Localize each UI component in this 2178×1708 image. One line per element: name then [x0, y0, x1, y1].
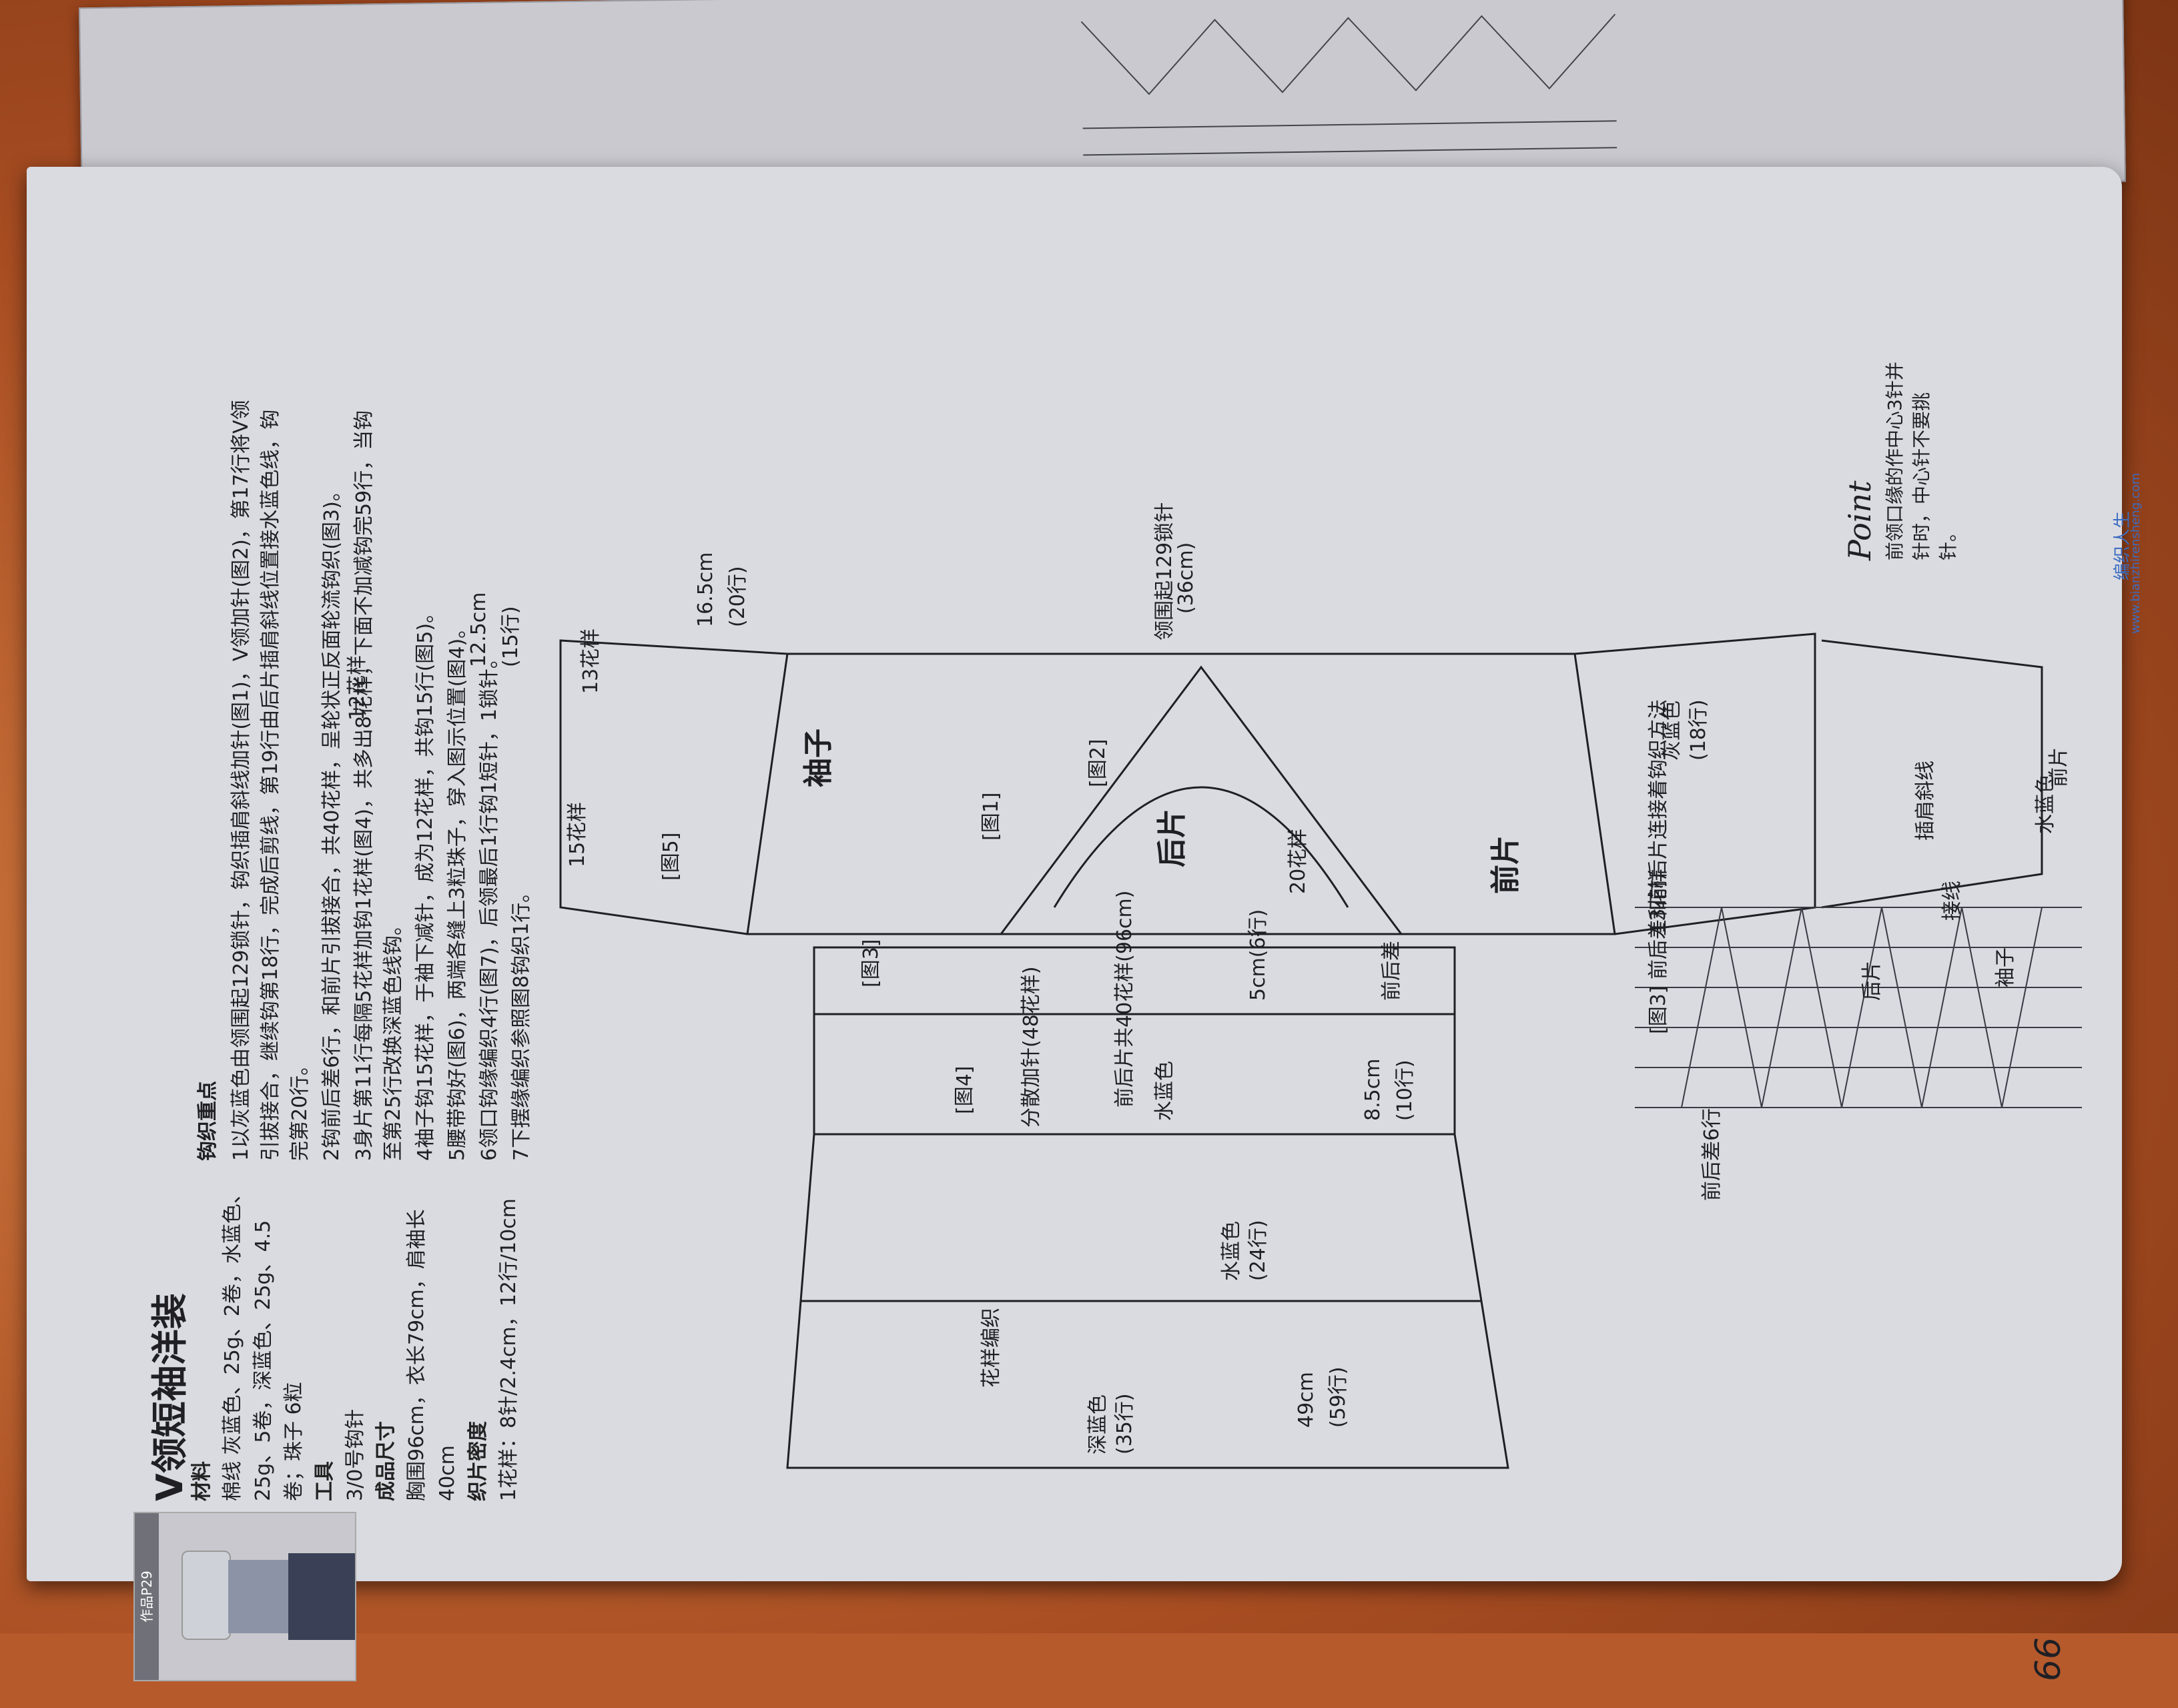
sleeve-13-label: 13花样 — [579, 628, 603, 694]
previous-page-chart — [1080, 13, 1617, 156]
water-blue-main: 水蓝色 — [1153, 1061, 1176, 1121]
deep-blue-label: 深蓝色 — [1086, 1394, 1110, 1454]
front-back-diff-label: 前后差 — [1380, 941, 1403, 1001]
sleeve-15-label: 15花样 — [566, 801, 589, 867]
grey-blue-rows: (18行) — [1687, 699, 1710, 761]
watermark-url: www.bianzhirensheng.com — [2129, 472, 2143, 634]
side-13-label: 13花样 — [1647, 868, 1670, 934]
front-back-total: 前后片共40花样(96cm) — [1113, 890, 1136, 1108]
pattern-20-label: 20花样 — [1287, 828, 1310, 894]
fig1-ref: [图1] — [980, 792, 1003, 841]
front-back-diff-cm: 5cm(6行) — [1246, 909, 1270, 1001]
fig3-sleeve-piece: 袖子 — [1994, 947, 2017, 987]
sleeve-left — [559, 639, 788, 935]
back-panel-label: 后片 — [1155, 809, 1189, 867]
length-label: 49cm — [1295, 1372, 1318, 1428]
fig5-ref: [图5] — [659, 832, 683, 881]
rows-diff-label: 前后差6行 — [1700, 1108, 1724, 1201]
fig3-back-piece: 后片 — [1860, 961, 1884, 1001]
band-length: 8.5cm — [1361, 1058, 1385, 1121]
deep-blue-rows: (35行) — [1113, 1393, 1136, 1454]
fig4-ref: [图4] — [953, 1065, 976, 1115]
front-panel-label: 前片 — [1489, 835, 1523, 894]
sleeve-label: 袖子 — [801, 729, 835, 787]
neck-start-label: 领围起129锁针 — [1153, 502, 1176, 640]
band-rows: (10行) — [1393, 1059, 1417, 1121]
spread-increase: 分散加针(48花样) — [1020, 966, 1043, 1128]
length-rows: (59行) — [1327, 1366, 1350, 1428]
pattern-diagram — [559, 632, 2082, 1469]
v-neck-curve — [1053, 786, 1349, 908]
cuff-right — [1821, 639, 2043, 909]
fig3-ref: [图3] — [859, 939, 883, 988]
sleeve-right — [1574, 632, 1816, 935]
water-blue-label: 水蓝色 — [1220, 1221, 1243, 1281]
neck-cm: (36cm) — [1174, 542, 1198, 614]
fig2-ref: [图2] — [1086, 739, 1110, 788]
sleeve-12-label: 12花样 — [346, 655, 369, 721]
raglan-lines — [1000, 665, 1403, 935]
book-page: 作品P29 V领短袖洋装 材料 棉线 灰蓝色、25g、2卷，水蓝色、25g、5卷… — [27, 167, 2143, 1681]
water-blue-rows: (24行) — [1246, 1220, 1270, 1281]
pattern-knit-label: 花样编织 — [980, 1308, 1003, 1388]
fig3-front-piece: 前片 — [2047, 747, 2071, 787]
fig3-raglan: 插肩斜线 — [1914, 761, 1937, 841]
point-label: Point — [1842, 480, 1878, 560]
sleeve-length: 16.5cm — [694, 552, 717, 627]
fig3-chart — [1635, 907, 2082, 1108]
grey-blue-label: 灰蓝色 — [1660, 701, 1684, 761]
cuff-rows: (15行) — [499, 606, 522, 667]
rotated-page-content: 作品P29 V领短袖洋装 材料 棉线 灰蓝色、25g、2卷，水蓝色、25g、5卷… — [107, 354, 2143, 1708]
point-text: 前领口缘的作中心3针并针时，中心针不要挑针。 — [1884, 362, 1959, 560]
cuff-length: 12.5cm — [467, 592, 490, 667]
page-number: 66 — [2029, 1637, 2069, 1681]
sleeve-rows: (20行) — [726, 566, 749, 627]
fig3-attach: 接线 — [1940, 881, 1964, 921]
waist-band — [813, 1013, 1456, 1136]
previous-page — [79, 0, 2126, 211]
